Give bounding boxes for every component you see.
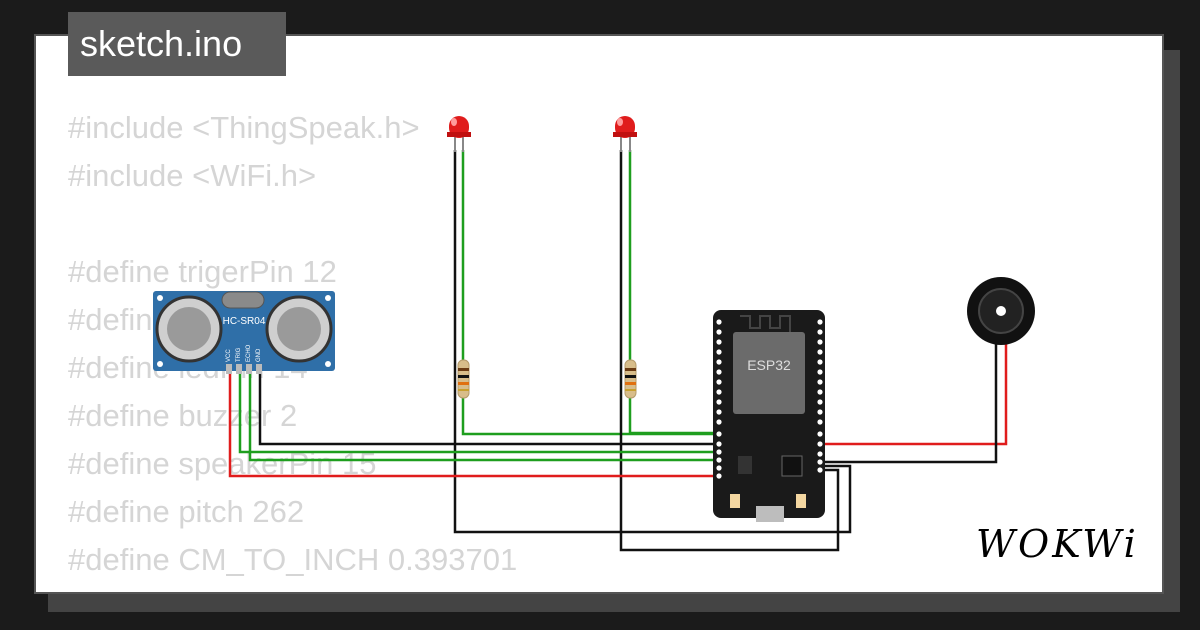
pin-label: ECHO [246,344,252,362]
wire-red [228,372,718,478]
resistor-2[interactable] [624,359,637,399]
pin-label: TRIG [236,347,242,362]
file-tab[interactable]: sketch.ino [68,12,286,76]
wire-green [238,372,718,454]
wire-black [453,150,852,534]
wire-black [822,342,998,464]
led-2[interactable] [613,116,637,152]
led-1[interactable] [447,116,471,152]
resistor-1[interactable] [457,359,470,399]
code-line: #define trigerPin 12 [68,254,337,289]
code-line: #define pitch 262 [68,494,305,529]
wire-black [619,150,840,552]
code-line: #include <ThingSpeak.h> [68,110,420,145]
wokwi-logo: WOKWi [976,522,1139,566]
code-line: #define buzzer 2 [68,398,298,433]
buzzer[interactable] [967,277,1035,345]
pin-label: VCC [226,349,232,362]
code-line: #define CM_TO_INCH 0.393701 [68,542,518,577]
ultrasonic-sensor[interactable]: HC-SR04 VCC TRIG ECHO GND [153,291,335,374]
sensor-label: HC-SR04 [223,316,266,327]
code-line: #include <WiFi.h> [68,158,317,193]
wires [228,150,1008,552]
wire-green [461,398,718,436]
esp32-board[interactable]: ESP32 [713,310,825,522]
esp32-label: ESP32 [747,357,791,373]
wire-green [628,398,718,435]
wire-black [258,372,718,446]
wire-red [822,342,1008,446]
wire-green [248,372,718,462]
pin-label: GND [256,348,262,362]
